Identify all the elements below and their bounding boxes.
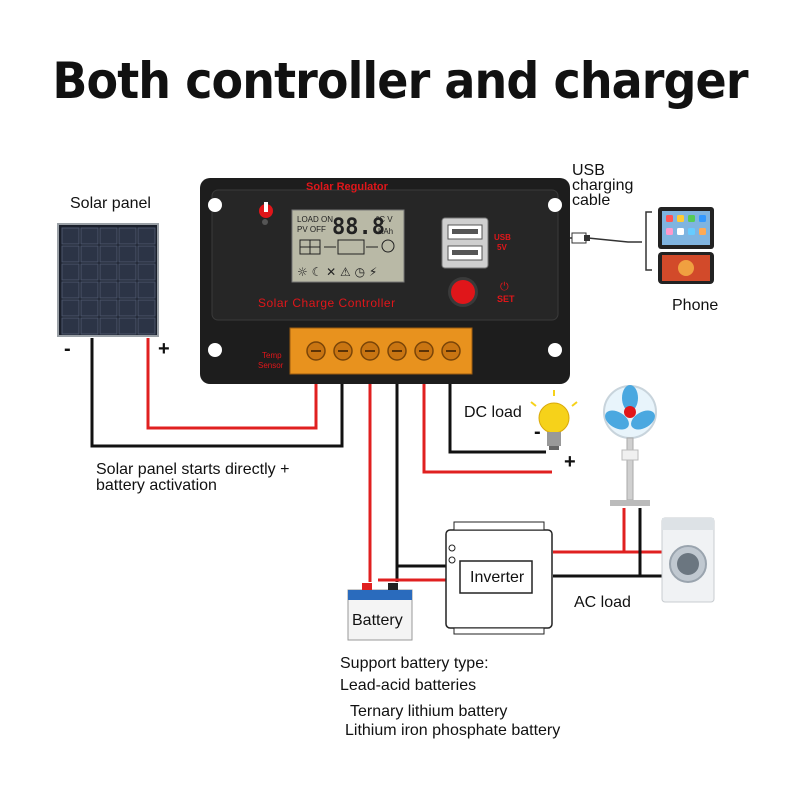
controller-name: Solar Charge Controller: [258, 296, 396, 310]
phone-icon: [658, 252, 714, 284]
solar-cell: [137, 281, 156, 299]
app-icon: [677, 215, 684, 222]
app-icon: [699, 215, 706, 222]
usb-cable-line2: charging: [572, 177, 634, 194]
solar-cell: [137, 263, 156, 281]
solar-cell: [99, 263, 118, 281]
solar-cell: [137, 299, 156, 317]
solar-cell: [118, 245, 137, 263]
usb-cable-line1: USB: [572, 162, 605, 179]
lcd-digits: 88.8: [332, 215, 385, 240]
app-icon: [688, 228, 695, 235]
page-title: Both controller and charger: [52, 52, 748, 110]
solar-cell: [137, 245, 156, 263]
battery-icon: [347, 583, 413, 641]
solar-cell: [118, 317, 137, 335]
usb-cable-line3: cable: [572, 192, 611, 209]
light-bulb-icon: [530, 390, 578, 450]
usb-label: USB: [494, 233, 511, 242]
dc-load-label: DC load: [464, 404, 522, 421]
solar-cell: [118, 227, 137, 245]
solar-panel-label: Solar panel: [70, 195, 151, 212]
usb-voltage: 5V: [497, 243, 507, 252]
set-label: SET: [497, 294, 515, 304]
sensor-label: Sensor: [258, 361, 284, 370]
solar-cell: [80, 317, 99, 335]
battery-type-lead-acid: Lead-acid batteries: [340, 677, 477, 694]
solar-cell: [80, 245, 99, 263]
power-icon: ⏻: [500, 280, 509, 293]
solar-cell: [99, 299, 118, 317]
dc-negative-wire: [448, 372, 546, 454]
phone-label: Phone: [672, 297, 719, 314]
app-icon: [666, 215, 673, 222]
app-icon: [688, 215, 695, 222]
temp-label: Temp: [262, 351, 282, 360]
solar-cell: [137, 227, 156, 245]
set-button[interactable]: [448, 277, 478, 307]
lcd-unit-bottom: KAh: [378, 227, 393, 236]
inverter-label: Inverter: [470, 569, 525, 586]
usb-ports: [441, 217, 489, 269]
solar-cell: [61, 317, 80, 335]
solar-panel-icon: [57, 223, 159, 337]
solar-cell: [99, 281, 118, 299]
tablet-icon: [658, 207, 714, 249]
lcd-load-on: LOAD ON: [297, 215, 333, 224]
battery-label: Battery: [352, 612, 403, 629]
solar-cell: [99, 245, 118, 263]
solar-cell: [137, 317, 156, 335]
lcd-unit-top: °C V: [376, 215, 393, 224]
solar-cell: [99, 317, 118, 335]
brand-label: Solar Regulator: [306, 181, 389, 193]
solar-cell: [61, 227, 80, 245]
solar-cell: [80, 299, 99, 317]
solar-positive-wire: [146, 338, 318, 430]
solar-cell: [61, 245, 80, 263]
startup-label-line1: Solar panel starts directly +: [96, 461, 290, 478]
dc-minus-label: -: [534, 421, 541, 443]
solar-cell: [61, 263, 80, 281]
startup-label-line2: battery activation: [96, 477, 217, 494]
app-icon: [677, 228, 684, 235]
support-title: Support battery type:: [340, 655, 489, 672]
usb-cable-label: USB charging cable: [572, 162, 634, 209]
ac-load-label: AC load: [574, 594, 631, 611]
charge-controller: LOAD ON PV OFF 88.8 °C V KAh ☼ ☾ ✕ ⚠ ◷ ⚡…: [200, 178, 570, 384]
dc-plus-label: +: [564, 451, 576, 473]
lcd-display: [291, 209, 405, 283]
wires: [90, 237, 662, 582]
solar-cell: [118, 299, 137, 317]
panel-minus-label: -: [64, 338, 71, 360]
solar-cell: [80, 227, 99, 245]
app-icon: [699, 228, 706, 235]
solar-cell: [99, 227, 118, 245]
thermometer-icon: [259, 202, 273, 218]
battery-type-ternary: Ternary lithium battery: [350, 703, 508, 720]
app-icon: [666, 228, 673, 235]
fan-icon: [603, 385, 657, 506]
solar-negative-wire: [90, 338, 344, 448]
solar-cell: [118, 281, 137, 299]
phone-bracket: [645, 211, 652, 271]
lcd-bulb-icon: [381, 239, 395, 253]
lcd-battery-icon: [337, 239, 365, 255]
solar-cell: [80, 281, 99, 299]
solar-cell: [61, 299, 80, 317]
washing-machine-icon: [661, 517, 715, 603]
lcd-status-icons: ☼ ☾ ✕ ⚠ ◷ ⚡: [297, 265, 377, 279]
dc-positive-wire: [422, 372, 552, 474]
panel-plus-label: +: [158, 338, 170, 360]
solar-cell: [80, 263, 99, 281]
inverter-icon: [445, 521, 553, 635]
battery-type-lifepo4: Lithium iron phosphate battery: [345, 722, 561, 739]
solar-cell: [118, 263, 137, 281]
lcd-pv-off: PV OFF: [297, 225, 326, 234]
solar-cell: [61, 281, 80, 299]
usb-plug-icon: [571, 232, 590, 244]
